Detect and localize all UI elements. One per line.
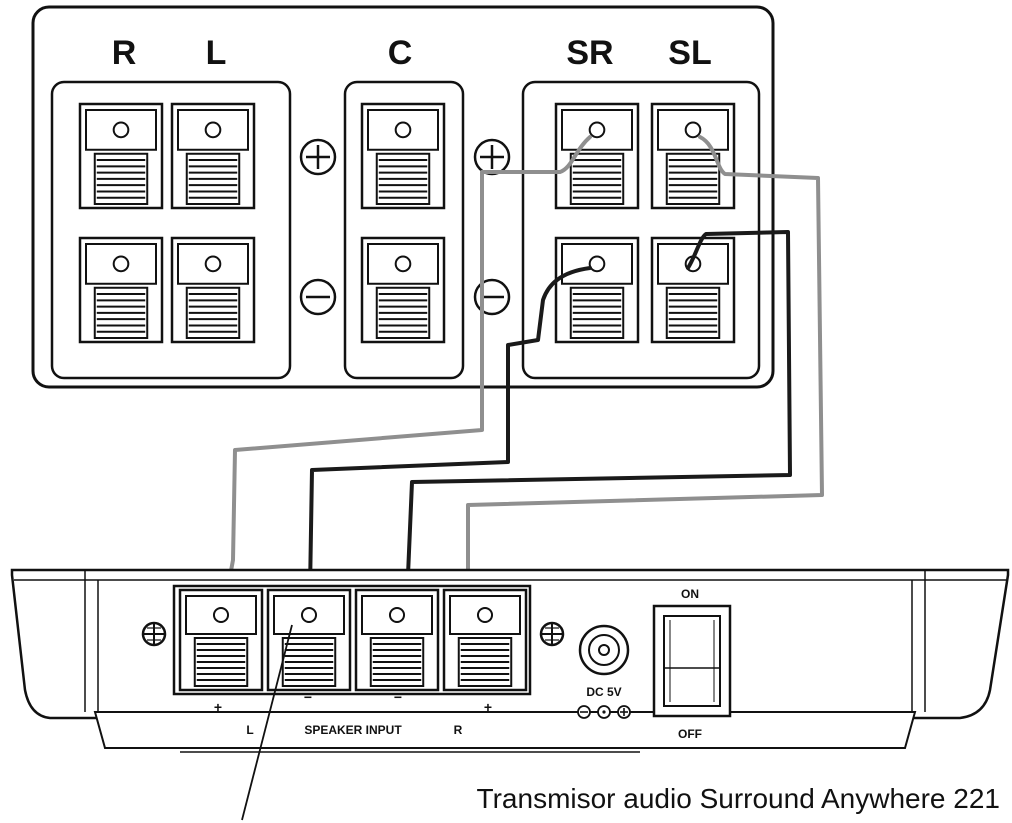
amplifier-panel: R L C SR SL (31, 5, 775, 389)
transmitter-terminal-4 (442, 588, 528, 692)
pointer-line (241, 624, 293, 821)
channel-label-l: L (206, 34, 227, 72)
terminal-group-surround (521, 80, 761, 380)
terminal-sr-minus (554, 236, 640, 344)
screw-icon (141, 621, 167, 647)
wire-sl-plus-to-r-plus (466, 135, 824, 622)
terminal-sr-plus (554, 102, 640, 210)
terminal-l-plus (170, 102, 256, 210)
polarity-icon (577, 705, 631, 719)
terminal-c-minus (360, 236, 446, 344)
transmitter-terminal-1 (178, 588, 264, 692)
minus-icon (299, 278, 337, 316)
terminal-label-r: R (454, 723, 463, 737)
plus-icon (299, 138, 337, 176)
wire-sr-plus-to-l-plus (220, 135, 592, 622)
dc-label: DC 5V (586, 685, 621, 699)
terminal-sign-l-plus: + (214, 699, 222, 715)
terminal-sl-plus (650, 102, 736, 210)
transmitter-terminals (178, 588, 528, 692)
channel-label-c: C (388, 34, 413, 72)
terminal-label-l: L (246, 723, 253, 737)
dc-jack-icon (578, 624, 630, 676)
wire-sr-minus-to-speaker-minus (306, 266, 592, 622)
switch-label-on: ON (681, 587, 699, 601)
transmitter-terminal-3 (354, 588, 440, 692)
transmitter-terminal-2 (266, 588, 352, 692)
switch-label-off: OFF (678, 727, 702, 741)
wire-sl-minus-to-input-minus (396, 230, 792, 622)
terminal-l-minus (170, 236, 256, 344)
terminal-group-front (50, 80, 292, 380)
plus-icon (473, 138, 511, 176)
terminal-r-plus (78, 102, 164, 210)
terminal-group-center (343, 80, 465, 380)
terminal-sign-r-minus: − (394, 689, 402, 705)
terminal-sign-r-plus: + (484, 699, 492, 715)
terminal-r-minus (78, 236, 164, 344)
channel-label-sl: SL (668, 34, 711, 72)
terminal-c-plus (360, 102, 446, 210)
amplifier-terminals (78, 102, 736, 344)
channel-label-r: R (112, 34, 137, 72)
channel-label-sr: SR (566, 34, 613, 72)
screw-icon (539, 621, 565, 647)
caption: Transmisor audio Surround Anywhere 221 (477, 783, 1000, 814)
transmitter-unit: + − − + L SPEAKER INPUT R DC 5V ON (10, 568, 1010, 753)
terminal-sign-l-minus: − (304, 689, 312, 705)
terminal-sl-minus (650, 236, 736, 344)
power-switch (652, 604, 732, 718)
speaker-wires (220, 135, 824, 622)
terminal-label-speaker-input: SPEAKER INPUT (304, 723, 402, 737)
